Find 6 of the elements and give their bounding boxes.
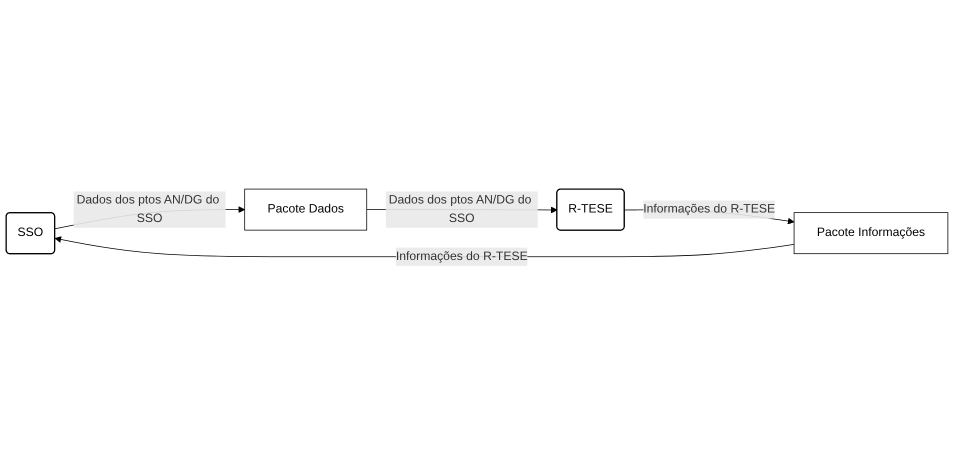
edge-label: Dados dos ptos AN/DG do SSO xyxy=(388,193,532,224)
edge-label: Informações do R-TESE xyxy=(396,249,528,262)
edge-label: Informações do R-TESE xyxy=(643,202,776,216)
node-box: Pacote Informações xyxy=(794,212,948,254)
node-box: Pacote Dados xyxy=(244,188,368,230)
edge-label: Dados dos ptos AN/DG do SSO xyxy=(76,193,220,224)
